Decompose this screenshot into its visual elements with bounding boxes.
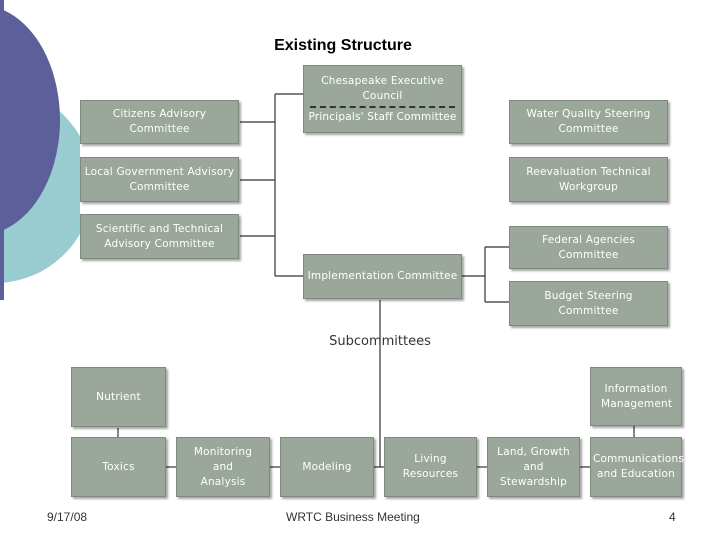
council-divider: [310, 106, 455, 108]
living-resources-label: Living Resources: [402, 453, 459, 480]
monitoring-label: Monitoring and Analysis: [193, 445, 253, 488]
scientific-technical-advisory-label: Scientific and Technical Advisory Commit…: [95, 222, 224, 250]
executive-council-label: Chesapeake Executive Council: [321, 75, 444, 102]
implementation-committee-label: Implementation Committee: [307, 270, 458, 282]
modeling-box: Modeling: [280, 437, 374, 497]
communications-box: Communications and Education: [590, 437, 685, 497]
communications-label: Communications and Education: [593, 453, 685, 480]
corner-decoration: [0, 0, 80, 300]
information-management-label: Information Management: [601, 382, 673, 410]
living-resources-box: Living Resources: [384, 437, 477, 497]
modeling-label: Modeling: [302, 460, 352, 473]
land-growth-label: Land, Growth and Stewardship: [497, 445, 570, 488]
reevaluation-workgroup-label: Reevaluation Technical Workgroup: [526, 165, 651, 193]
nutrient-box: Nutrient: [71, 367, 166, 427]
federal-agencies-label: Federal Agencies Committee: [542, 233, 635, 261]
citizens-advisory-label: Citizens Advisory Committee: [112, 108, 207, 135]
footer-date: 9/17/08: [47, 510, 88, 524]
local-government-advisory-label: Local Government Advisory Committee: [84, 165, 235, 193]
toxics-box: Toxics: [71, 437, 166, 497]
implementation-committee-box: Implementation Committee: [303, 254, 462, 299]
water-quality-steering-box: Water Quality Steering Committee: [509, 100, 668, 144]
executive-council-box: Chesapeake Executive Council Principals'…: [303, 65, 462, 133]
subcommittees-label: Subcommittees: [329, 334, 431, 349]
monitoring-box: Monitoring and Analysis: [176, 437, 270, 497]
federal-agencies-box: Federal Agencies Committee: [509, 226, 668, 269]
land-growth-box: Land, Growth and Stewardship: [487, 437, 580, 497]
budget-steering-box: Budget Steering Committee: [509, 281, 668, 326]
toxics-label: Toxics: [102, 460, 135, 473]
scientific-technical-advisory-box: Scientific and Technical Advisory Commit…: [80, 214, 239, 259]
footer-page-number: 4: [669, 510, 676, 524]
budget-steering-label: Budget Steering Committee: [544, 289, 633, 317]
page-title: Existing Structure: [274, 37, 412, 54]
local-government-advisory-box: Local Government Advisory Committee: [80, 157, 239, 202]
citizens-advisory-box: Citizens Advisory Committee: [80, 100, 239, 144]
footer-meeting: WRTC Business Meeting: [286, 510, 420, 524]
reevaluation-workgroup-box: Reevaluation Technical Workgroup: [509, 157, 668, 202]
information-management-box: Information Management: [590, 367, 682, 426]
water-quality-steering-label: Water Quality Steering Committee: [526, 108, 651, 135]
principals-staff-label: Principals' Staff Committee: [308, 111, 457, 123]
nutrient-label: Nutrient: [96, 390, 141, 403]
